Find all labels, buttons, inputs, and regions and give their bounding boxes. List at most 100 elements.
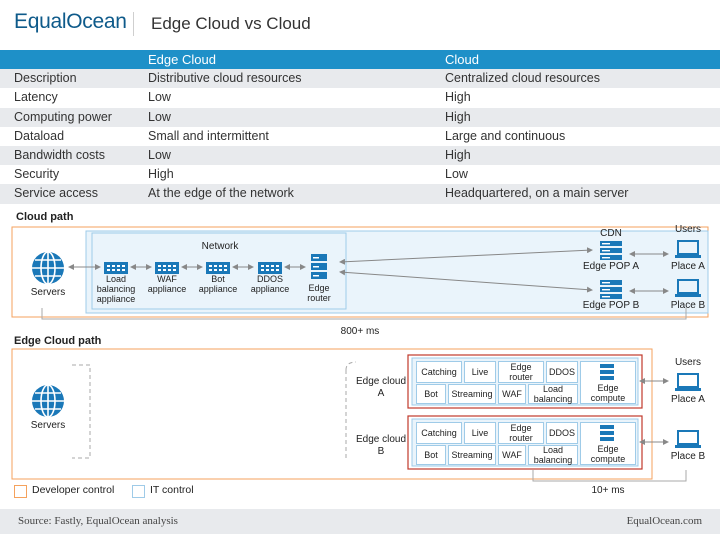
laptop-icon <box>675 279 701 297</box>
developer-legend-swatch <box>14 485 27 498</box>
load-balancing-cell: Load balancing <box>528 445 578 465</box>
edge-cloud-a-label: Edge cloud A <box>355 376 407 399</box>
streaming-cell: Streaming <box>448 384 496 404</box>
table-cell: Low <box>445 167 468 182</box>
table-cell: High <box>445 147 471 162</box>
laptop-icon <box>675 240 701 258</box>
cdn-label: CDN <box>600 228 622 239</box>
table-row: Dataload Small and intermittent Large an… <box>0 127 720 146</box>
edge-compute-cell: Edge compute <box>580 361 636 404</box>
globe-icon <box>32 384 64 418</box>
streaming-cell: Streaming <box>448 445 496 465</box>
header-divider <box>133 12 134 36</box>
place-a-label: Place A <box>671 394 705 405</box>
server-rack-icon <box>311 254 327 279</box>
ddos-label: DDOS appliance <box>250 274 290 294</box>
ddos-cell: DDOS <box>546 422 578 444</box>
table-cell: High <box>445 90 471 105</box>
table-cell: Service access <box>14 186 99 201</box>
it-legend-swatch <box>132 485 145 498</box>
waf-cell: WAF <box>498 445 526 465</box>
comparison-table: Edge Cloud Cloud Description Distributiv… <box>0 50 720 204</box>
edge-compute-cell: Edge compute <box>580 422 636 465</box>
server-rack-icon <box>600 241 622 260</box>
servers-label: Servers <box>30 420 66 431</box>
table-cell: At the edge of the network <box>148 186 294 201</box>
bot-cell: Bot <box>416 445 446 465</box>
load-balancing-appliance <box>104 261 128 279</box>
live-cell: Live <box>464 361 496 383</box>
users-label: Users <box>674 357 702 368</box>
appliance-icon <box>104 262 128 274</box>
bot-cell: Bot <box>416 384 446 404</box>
footer-bar <box>0 509 720 534</box>
table-header-cell: Edge Cloud <box>148 52 216 67</box>
load-balancing-label: Load balancing appliance <box>96 274 136 304</box>
waf-appliance <box>155 261 179 279</box>
table-cell: Large and continuous <box>445 128 566 143</box>
appliance-icon <box>155 262 179 274</box>
server-rack-icon <box>600 280 622 299</box>
table-row: Latency Low High <box>0 88 720 107</box>
developer-legend-label: Developer control <box>32 484 115 496</box>
catching-cell: Catching <box>416 422 462 444</box>
place-b-label: Place B <box>670 300 706 311</box>
network-label: Network <box>201 241 239 252</box>
place-b-label: Place B <box>670 451 706 462</box>
servers-label: Servers <box>30 287 66 298</box>
site-link[interactable]: EqualOcean.com <box>626 515 702 527</box>
equalocean-logo: EqualOcean <box>14 10 127 33</box>
waf-label: WAF appliance <box>147 274 187 294</box>
table-row: Security High Low <box>0 165 720 184</box>
edge-path-title: Edge Cloud path <box>14 335 102 347</box>
table-header-cell: Cloud <box>445 52 479 67</box>
edge-router-cell: Edge router <box>498 361 544 383</box>
table-cell: Centralized cloud resources <box>445 71 600 86</box>
source-note: Source: Fastly, EqualOcean analysis <box>18 515 178 527</box>
place-a-label: Place A <box>671 261 705 272</box>
laptop-icon <box>675 373 701 391</box>
page-title: Edge Cloud vs Cloud <box>151 14 311 33</box>
appliance-icon <box>258 262 282 274</box>
edge-pop-b-label: Edge POP B <box>582 300 640 311</box>
globe-icon <box>32 251 64 285</box>
table-cell: Bandwidth costs <box>14 147 106 162</box>
table-row: Service access At the edge of the networ… <box>0 184 720 204</box>
edge-path-frame <box>11 348 653 480</box>
table-cell: High <box>445 109 471 124</box>
table-cell: Latency <box>14 90 58 105</box>
edge-router-label: Edge router <box>307 283 331 303</box>
server-rack-icon <box>600 425 614 441</box>
edge-cloud-b-label: Edge cloud B <box>355 434 407 457</box>
server-rack-icon <box>600 364 614 380</box>
edge-pop-a-label: Edge POP A <box>583 261 639 272</box>
cloud-latency-label: 800+ ms <box>340 326 380 337</box>
catching-cell: Catching <box>416 361 462 383</box>
table-cell: High <box>148 167 174 182</box>
appliance-icon <box>206 262 230 274</box>
load-balancing-cell: Load balancing <box>528 384 578 404</box>
bot-label: Bot appliance <box>198 274 238 294</box>
table-header-row: Edge Cloud Cloud <box>0 50 720 70</box>
laptop-icon <box>675 430 701 448</box>
table-cell: Dataload <box>14 128 65 143</box>
bot-appliance <box>206 261 230 279</box>
edge-router <box>311 254 327 285</box>
live-cell: Live <box>464 422 496 444</box>
table-cell: Headquartered, on a main server <box>445 186 629 201</box>
users-label: Users <box>674 224 702 235</box>
table-row: Bandwidth costs Low High <box>0 145 720 166</box>
edge-router-cell: Edge router <box>498 422 544 444</box>
it-legend-label: IT control <box>150 484 194 496</box>
table-cell: Low <box>148 109 171 124</box>
table-cell: Small and intermittent <box>148 128 269 143</box>
edge-latency-label: 10+ ms <box>591 485 625 496</box>
table-cell: Security <box>14 167 60 182</box>
table-cell: Computing power <box>14 109 112 124</box>
ddos-appliance <box>258 261 282 279</box>
table-row: Computing power Low High <box>0 107 720 127</box>
table-cell: Description <box>14 71 77 86</box>
table-cell: Low <box>148 147 171 162</box>
waf-cell: WAF <box>498 384 526 404</box>
table-row: Description Distributive cloud resources… <box>0 69 720 89</box>
